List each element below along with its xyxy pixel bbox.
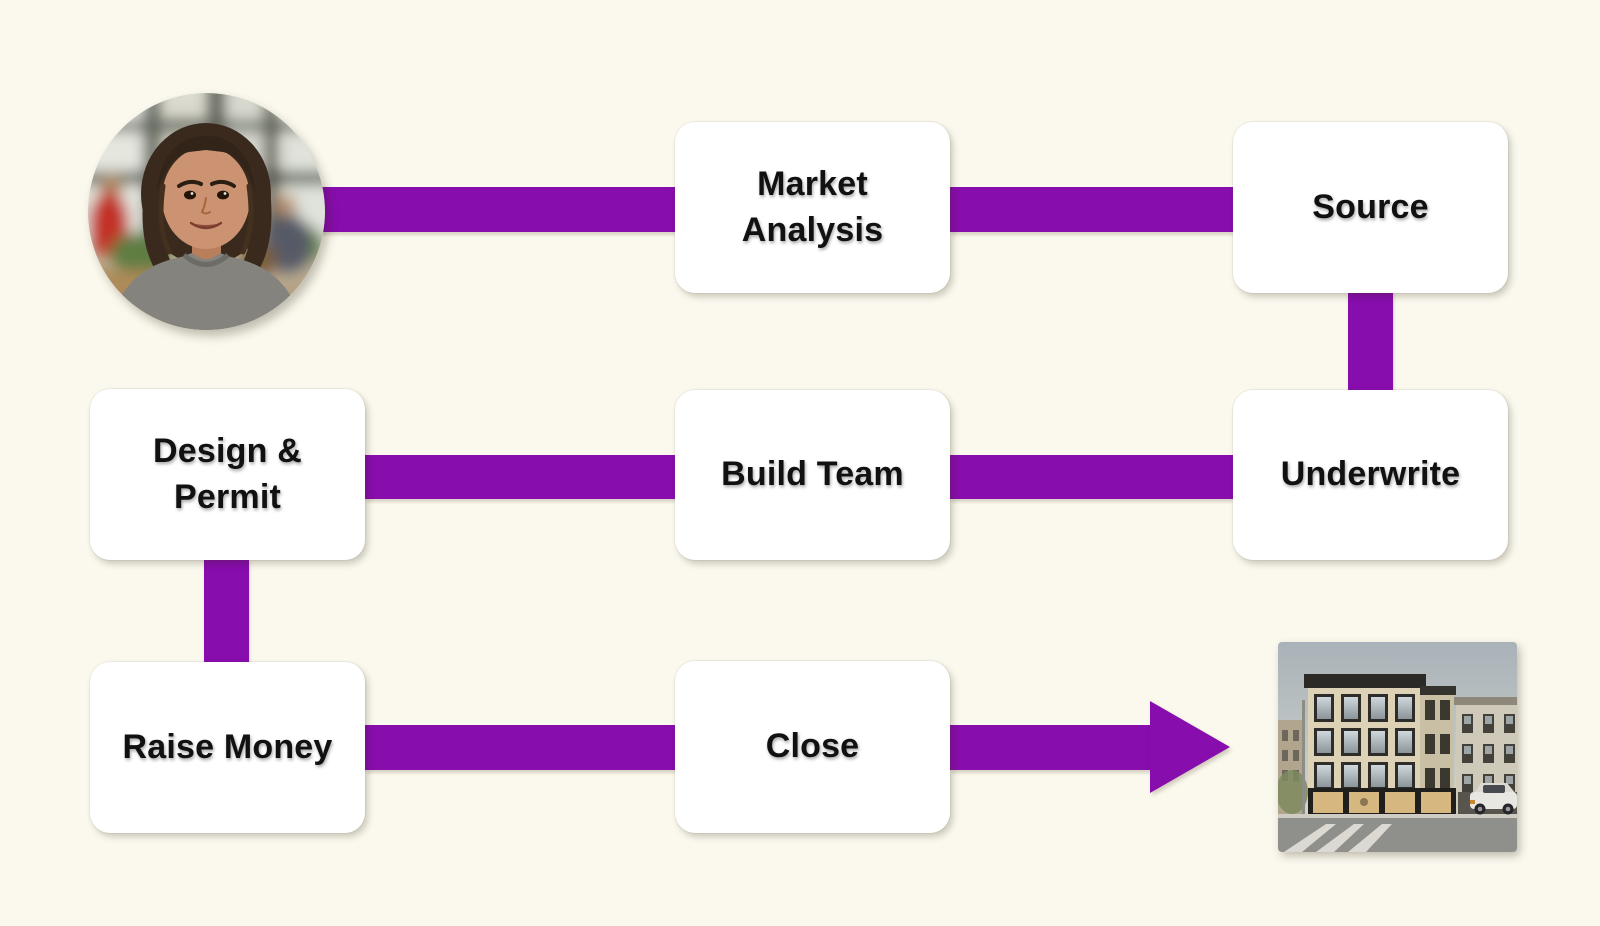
node-source: Source	[1233, 122, 1508, 293]
connector-market-analysis-to-source	[950, 187, 1233, 232]
node-market-analysis: Market Analysis	[675, 122, 950, 293]
avatar-illustration	[88, 93, 325, 330]
connector-design-permit-to-build-team	[365, 455, 675, 499]
connector-close-to-building	[950, 725, 1152, 770]
node-source-label: Source	[1312, 187, 1429, 226]
node-build-team: Build Team	[675, 390, 950, 560]
node-close-label: Close	[765, 727, 860, 766]
node-design-permit-label: Design & Permit	[153, 431, 302, 516]
building-illustration	[1278, 642, 1517, 852]
connector-raise-money-to-close	[365, 725, 675, 770]
connector-source-to-underwrite	[1348, 290, 1393, 392]
founder-avatar-photo	[88, 93, 325, 330]
node-underwrite: Underwrite	[1233, 390, 1508, 560]
connector-avatar-to-market-analysis	[300, 187, 675, 232]
arrow-head-right-icon	[1150, 701, 1230, 793]
node-design-permit: Design & Permit	[90, 389, 365, 560]
connector-design-permit-to-raise-money	[204, 558, 249, 664]
node-raise-money-label: Raise Money	[122, 727, 333, 766]
node-close: Close	[675, 661, 950, 833]
connector-build-team-to-underwrite	[950, 455, 1233, 499]
building-photo	[1278, 642, 1517, 852]
node-underwrite-label: Underwrite	[1280, 455, 1461, 494]
node-build-team-label: Build Team	[721, 455, 904, 494]
node-raise-money: Raise Money	[90, 662, 365, 833]
node-market-analysis-label: Market Analysis	[741, 164, 884, 249]
